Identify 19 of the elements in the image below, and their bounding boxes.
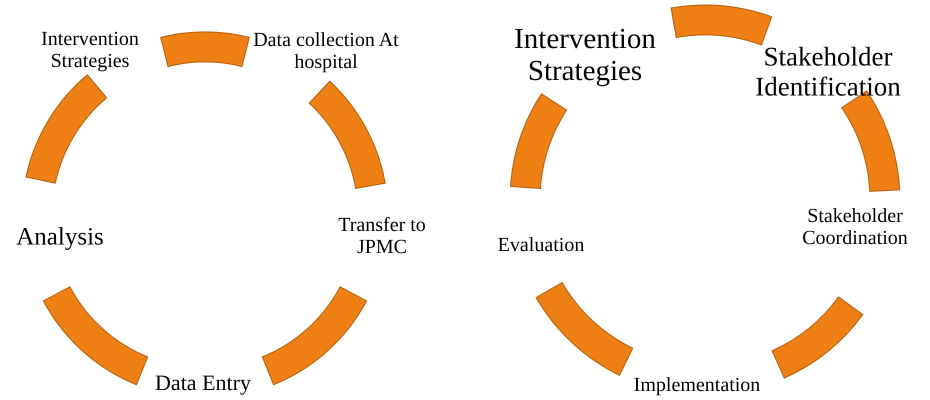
cycle-step-label: Analysis	[5, 223, 115, 251]
cycle-step-label: Implementation	[607, 374, 787, 396]
arc-segment	[772, 296, 864, 379]
cycle-step-label: Stakeholder Coordination	[780, 205, 930, 249]
arc-segment	[670, 4, 772, 46]
arc-segment	[510, 93, 568, 189]
arc-segment	[262, 286, 368, 386]
cycle-step-label: Evaluation	[481, 234, 601, 256]
cycle-step-label: Intervention Strategies	[15, 28, 165, 72]
arc-segment	[160, 31, 250, 67]
cycle-step-label: Data Entry	[133, 370, 273, 396]
cycle-step-label: Intervention Strategies	[500, 24, 670, 88]
arc-segment	[26, 74, 108, 184]
arc-segment	[536, 282, 634, 376]
arc-segment	[308, 80, 386, 189]
cycle-step-label: Transfer to JPMC	[327, 214, 437, 258]
arc-segment	[42, 286, 148, 386]
cycle-step-label: Stakeholder Identification	[738, 42, 918, 102]
cycle-step-label: Data collection At hospital	[246, 29, 406, 73]
